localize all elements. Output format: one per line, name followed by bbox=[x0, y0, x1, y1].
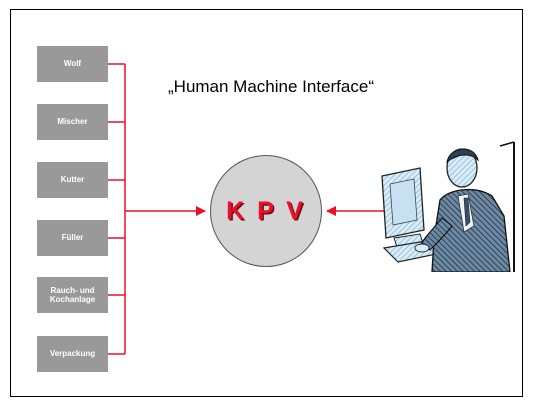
machine-box-verpackung: Verpackung bbox=[37, 336, 108, 372]
machine-label-verpackung: Verpackung bbox=[49, 349, 96, 359]
machine-box-wolf: Wolf bbox=[37, 46, 108, 82]
machine-box-fueller: Füller bbox=[37, 220, 108, 256]
machine-label-fueller: Füller bbox=[61, 233, 84, 243]
diagram-title: „Human Machine Interface“ bbox=[168, 77, 374, 96]
machine-box-rauch-kochanlage: Rauch- und Kochanlage bbox=[37, 277, 108, 313]
operator-at-computer-clipart-icon bbox=[381, 141, 515, 272]
machine-label-wolf: Wolf bbox=[63, 59, 82, 69]
kpv-label: K P V bbox=[226, 196, 306, 225]
machine-box-kutter: Kutter bbox=[37, 162, 108, 198]
machine-box-mischer: Mischer bbox=[37, 104, 108, 140]
machine-label-kutter: Kutter bbox=[60, 175, 85, 185]
machine-label-rauch-kochanlage: Rauch- und Kochanlage bbox=[49, 285, 96, 304]
kpv-node: K P V bbox=[210, 155, 322, 267]
machine-label-mischer: Mischer bbox=[57, 117, 88, 127]
